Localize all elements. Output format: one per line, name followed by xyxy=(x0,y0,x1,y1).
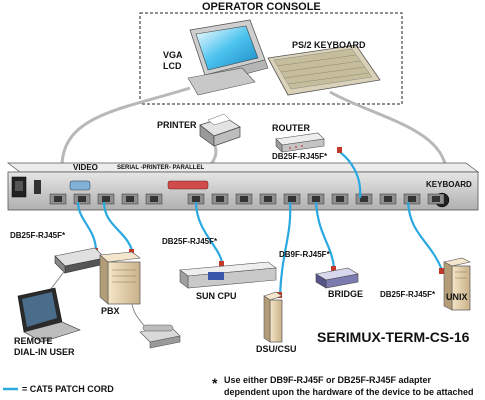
rj45-port-opening xyxy=(432,196,440,202)
bridge xyxy=(315,267,359,289)
unix-tower xyxy=(443,257,471,311)
router-adapter-label: DB25F-RJ45F* xyxy=(272,152,328,161)
cat5-cables xyxy=(76,151,444,296)
printer-label: PRINTER xyxy=(157,120,197,130)
unix-adapter-label: DB25F-RJ45F* xyxy=(380,290,436,299)
rj45-port-opening xyxy=(384,196,392,202)
sun-cpu xyxy=(179,261,277,289)
center-adapter-label: DB25F-RJ45F* xyxy=(162,237,218,246)
bridge-label: BRIDGE xyxy=(328,289,364,299)
pbx xyxy=(99,251,141,305)
rj45-port-opening xyxy=(102,196,110,202)
remote-label: REMOTE xyxy=(14,336,53,346)
legend-label: = CAT5 PATCH CORD xyxy=(22,384,114,394)
rj45-port-opening xyxy=(192,196,200,202)
rj45-port-opening xyxy=(216,196,224,202)
laptop xyxy=(17,287,81,343)
ps2-keyboard xyxy=(267,44,381,96)
modem xyxy=(54,247,106,274)
footnote-asterisk: * xyxy=(212,375,218,391)
unix-label: UNIX xyxy=(446,292,468,302)
operator-console-label: OPERATOR CONSOLE xyxy=(202,1,321,13)
video-port-label: VIDEO xyxy=(73,163,98,172)
rj45-port-opening xyxy=(360,196,368,202)
rj45-port-opening xyxy=(336,196,344,202)
pbx-label: PBX xyxy=(101,306,120,316)
vga-label: VGA xyxy=(163,50,183,60)
product-name: SERIMUX-TERM-CS-16 xyxy=(317,329,470,345)
rj45-port-opening xyxy=(126,196,134,202)
operator-console-frame xyxy=(139,12,403,105)
telephone xyxy=(139,324,181,349)
rj45-port-opening xyxy=(408,196,416,202)
rj45-port-opening xyxy=(288,196,296,202)
footnote-line-1: Use either DB9F-RJ45F or DB25F-RJ45F ada… xyxy=(224,375,432,385)
left-adapter-label: DB25F-RJ45F* xyxy=(10,231,66,240)
dsu-csu-label: DSU/CSU xyxy=(256,344,297,354)
dial-in-user-label: DIAL-IN USER xyxy=(14,347,75,357)
lcd-label: LCD xyxy=(163,61,182,71)
serial-printer-parallel-label: SERIAL -PRINTER- PARALLEL xyxy=(117,165,205,171)
router-label: ROUTER xyxy=(272,123,310,133)
dsu-adapter-label: DB9F-RJ45F* xyxy=(279,250,330,259)
sun-cpu-label: SUN CPU xyxy=(196,291,237,301)
router xyxy=(275,132,325,153)
keyboard-port-label: KEYBOARD xyxy=(426,180,472,189)
rj45-port-opening xyxy=(150,196,158,202)
rj45-port-opening xyxy=(312,196,320,202)
rj45-port-opening xyxy=(78,196,86,202)
rj45-port-opening xyxy=(264,196,272,202)
footnote-line-2: dependent upon the hardware of the devic… xyxy=(224,387,474,397)
rj45-port-opening xyxy=(54,196,62,202)
dsu-csu xyxy=(263,291,283,343)
vga-monitor xyxy=(187,19,269,96)
rj45-port-opening xyxy=(240,196,248,202)
rj45-port-row xyxy=(49,193,445,205)
phone-line xyxy=(131,303,147,329)
printer xyxy=(199,113,241,147)
ps2-keyboard-label: PS/2 KEYBOARD xyxy=(292,40,366,50)
